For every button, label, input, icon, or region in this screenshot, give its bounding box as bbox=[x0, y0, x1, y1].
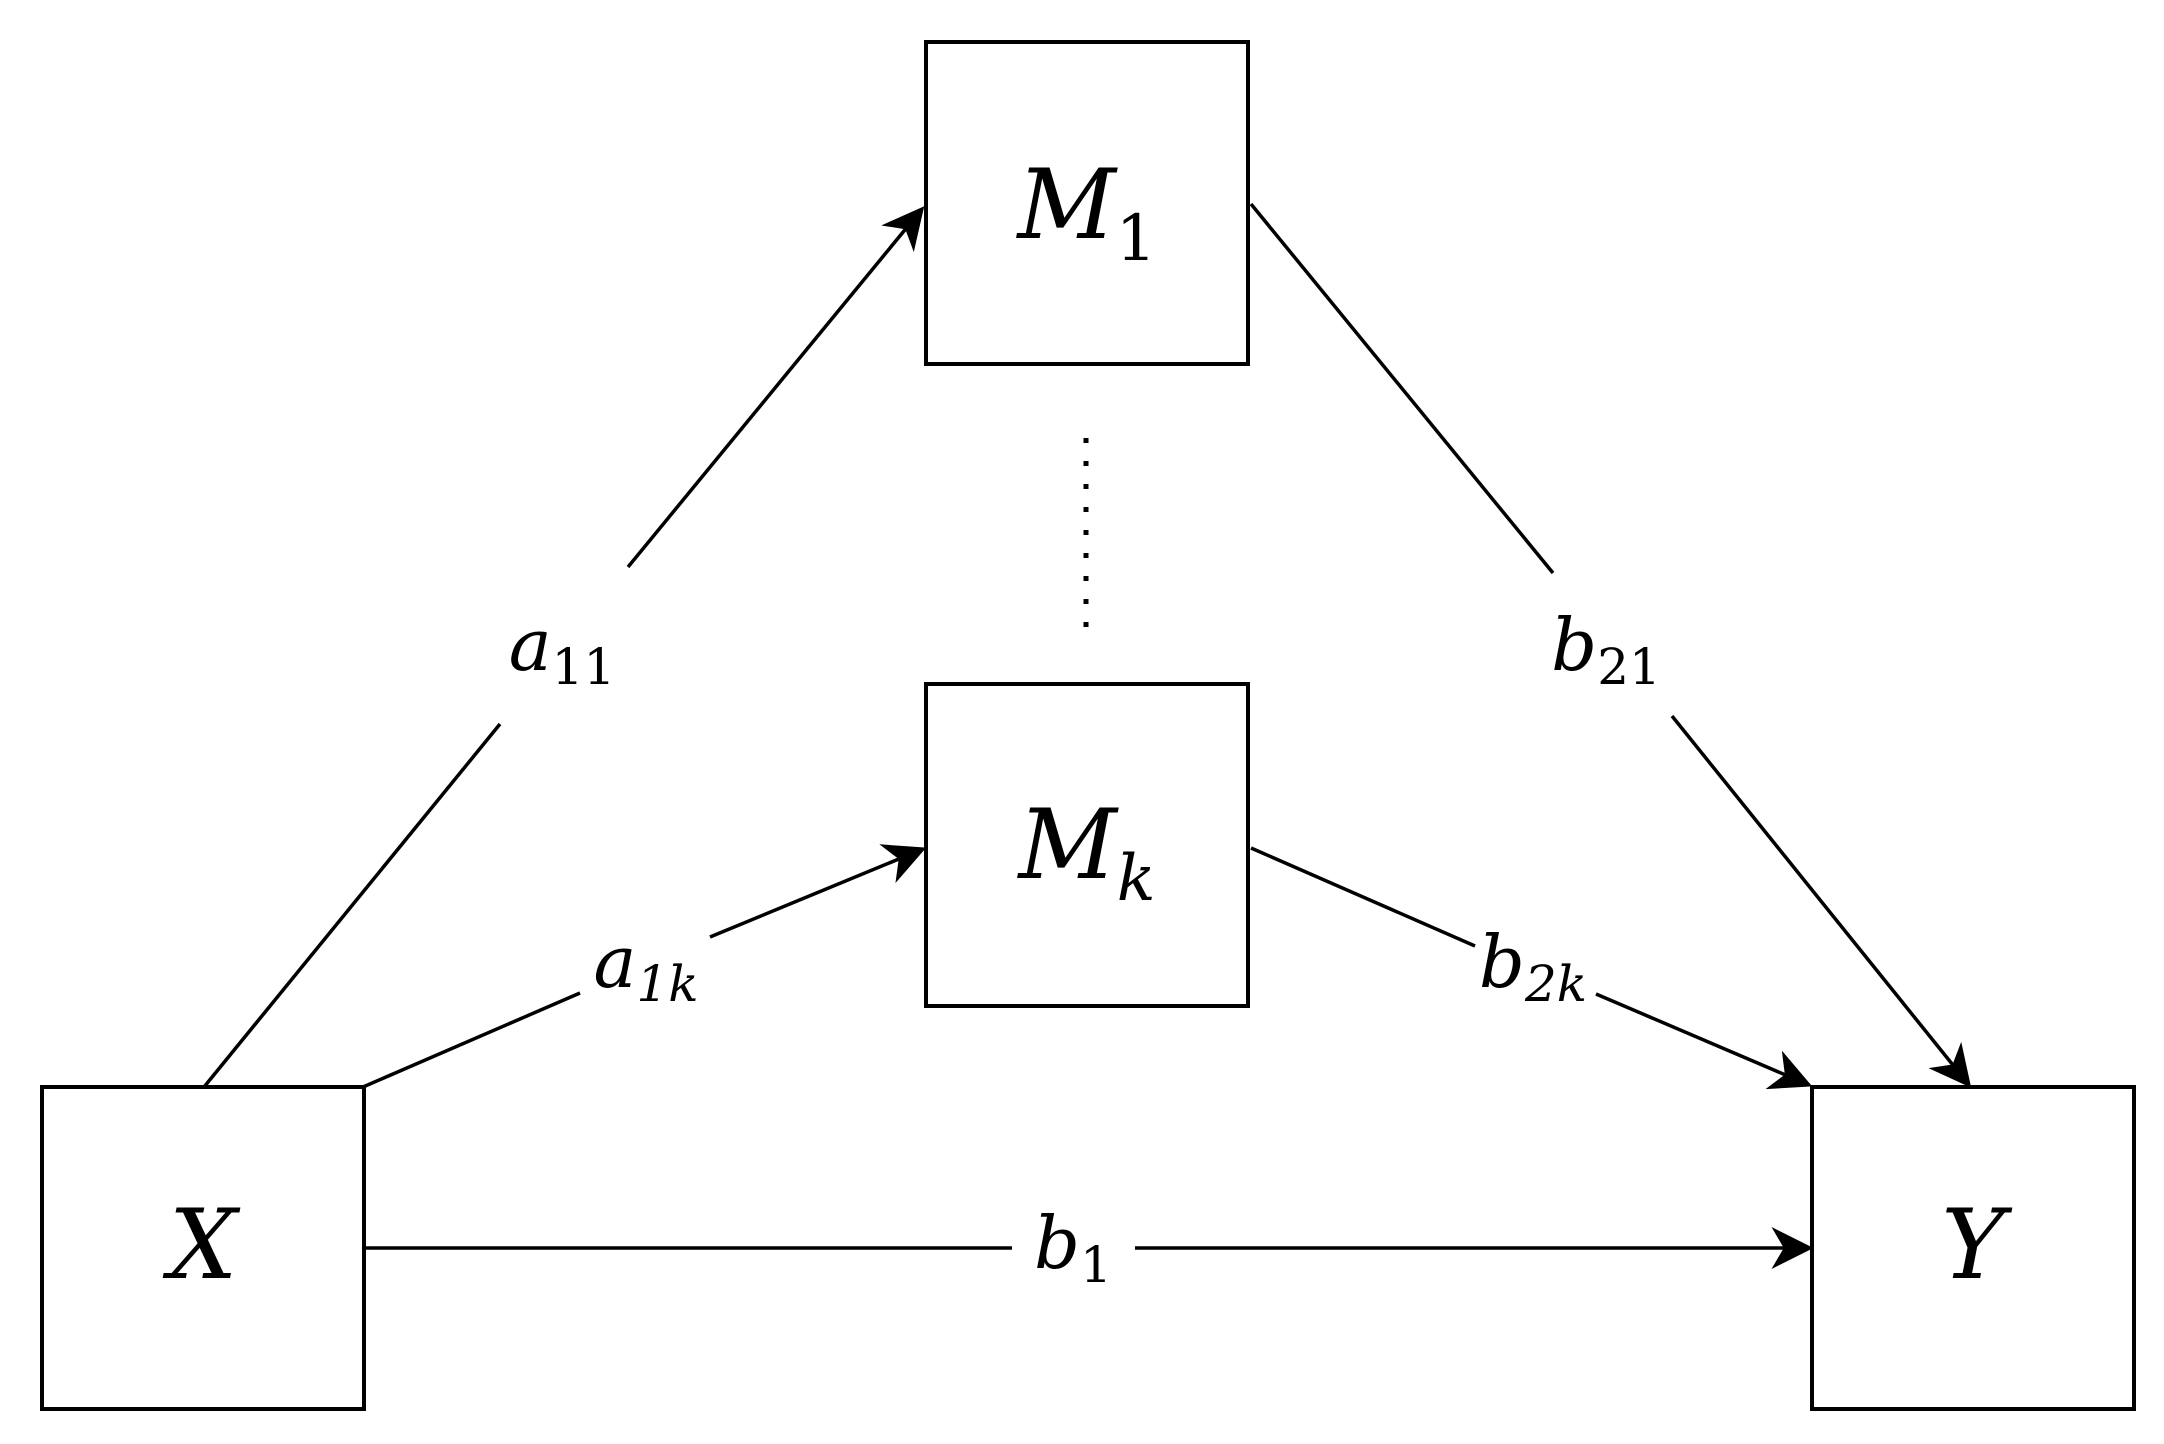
node-m1-box bbox=[924, 40, 1250, 366]
edge-label-a1k: a1k bbox=[593, 920, 698, 1013]
node-mk-label: Mk bbox=[1016, 789, 1155, 916]
node-x-box bbox=[40, 1085, 366, 1411]
edge-x-to-m1-lower bbox=[202, 722, 502, 1089]
node-mk-symbol: M bbox=[1016, 789, 1119, 901]
edge-x-to-m1-upper bbox=[626, 206, 925, 569]
edge-label-a11: a11 bbox=[509, 603, 616, 696]
edge-a11-symbol: a bbox=[509, 603, 552, 687]
edge-a1k-symbol: a bbox=[593, 920, 636, 1004]
edge-b1-symbol: b bbox=[1034, 1201, 1080, 1285]
node-m1-label: M1 bbox=[1015, 149, 1156, 276]
edge-b2k-subscript: 2k bbox=[1524, 955, 1587, 1013]
node-y-box bbox=[1810, 1085, 2136, 1411]
edge-x-to-mk-lower bbox=[362, 991, 581, 1089]
edge-label-b21: b21 bbox=[1551, 603, 1661, 696]
edge-a1k-subscript: 1k bbox=[636, 955, 698, 1013]
edge-b2k-symbol: b bbox=[1479, 920, 1525, 1004]
node-x-label: X bbox=[162, 1189, 241, 1301]
edge-m1-to-y-lower bbox=[1670, 714, 1972, 1088]
edge-b21-symbol: b bbox=[1551, 603, 1597, 687]
node-mk-box bbox=[924, 682, 1250, 1008]
edge-mk-to-y-upper bbox=[1250, 846, 1476, 948]
node-m1-subscript: 1 bbox=[1116, 202, 1157, 276]
node-m1-symbol: M bbox=[1015, 149, 1118, 261]
edge-label-b2k: b2k bbox=[1479, 920, 1587, 1013]
edge-label-b1: b1 bbox=[1034, 1201, 1112, 1294]
edge-b21-subscript: 21 bbox=[1597, 638, 1661, 696]
edge-a11-subscript: 11 bbox=[552, 638, 616, 696]
edge-x-to-mk-upper bbox=[709, 844, 927, 939]
edge-b1-subscript: 1 bbox=[1080, 1236, 1112, 1294]
edge-m1-to-y-upper bbox=[1249, 202, 1555, 575]
node-mk-subscript: k bbox=[1117, 842, 1156, 916]
node-y-label: Y bbox=[1941, 1189, 2013, 1301]
edge-mk-to-y-lower bbox=[1595, 992, 1813, 1090]
